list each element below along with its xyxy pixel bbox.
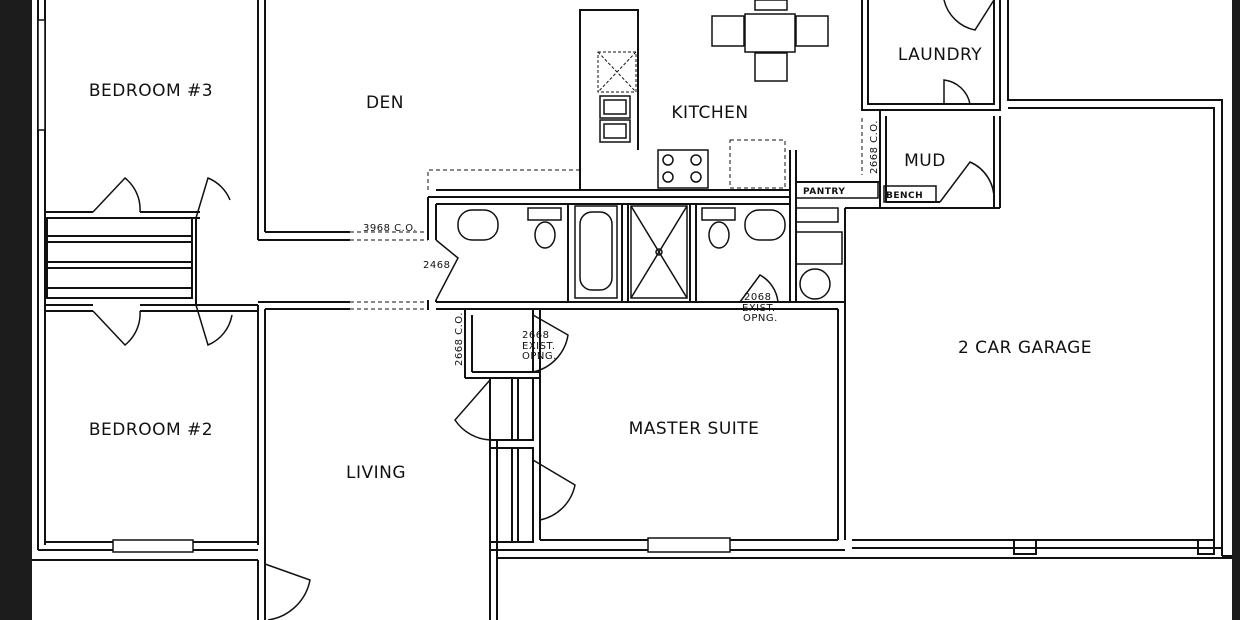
label-master-opening-exist: EXIST. xyxy=(522,341,556,352)
label-living: LIVING xyxy=(346,463,406,483)
walls xyxy=(32,0,1232,620)
label-hall-door: 2468 xyxy=(423,260,450,271)
label-mud-cased-opening: 2668 C.O. xyxy=(869,120,880,174)
label-garage: 2 CAR GARAGE xyxy=(958,338,1092,358)
label-master-opening-opng: OPNG. xyxy=(522,351,557,362)
label-master-suite: MASTER SUITE xyxy=(629,419,760,439)
label-hall-cased-opening: 2668 C.O. xyxy=(454,312,465,366)
label-bedroom-2: BEDROOM #2 xyxy=(89,420,213,440)
label-mud: MUD xyxy=(904,151,946,171)
label-bench: BENCH xyxy=(886,191,923,201)
openings-dashed xyxy=(350,118,881,372)
fixtures xyxy=(457,0,937,300)
label-master-opening-size: 2668 xyxy=(522,330,549,341)
label-pantry: PANTRY xyxy=(803,187,845,197)
label-bath-opening-exist: EXIST. xyxy=(742,303,776,314)
label-kitchen: KITCHEN xyxy=(671,103,748,123)
label-bedroom-3: BEDROOM #3 xyxy=(89,81,213,101)
ceiling-fixture xyxy=(597,51,637,93)
label-den-cased-opening: 3968 C.O. xyxy=(363,223,417,234)
label-den: DEN xyxy=(366,93,404,113)
label-bath-opening-opng: OPNG. xyxy=(743,313,778,324)
windows xyxy=(37,19,731,553)
label-bath-opening-size: 2068 xyxy=(744,292,771,303)
label-laundry: LAUNDRY xyxy=(898,45,982,65)
doors xyxy=(92,0,995,620)
